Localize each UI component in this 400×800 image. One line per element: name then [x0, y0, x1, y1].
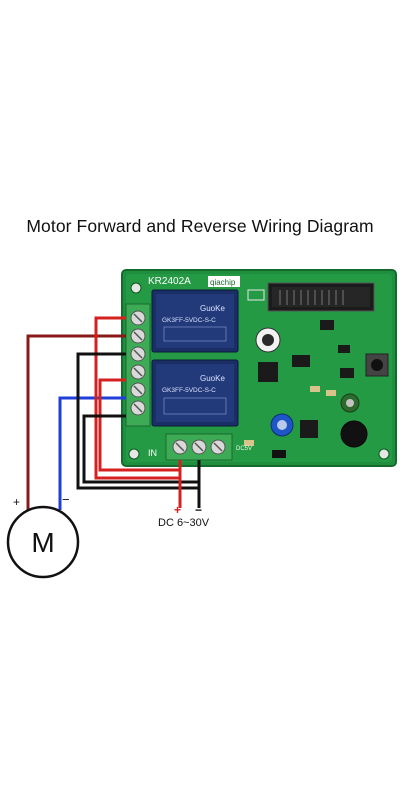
wire-black-inner	[82, 414, 199, 484]
wire-red-inner	[98, 378, 180, 472]
board-note: DC5V	[236, 446, 252, 452]
board-components: DC5V	[236, 320, 389, 458]
motor: + − M	[6, 492, 80, 579]
wire-motor-minus	[58, 396, 126, 510]
wire-black-outer	[76, 352, 201, 490]
wire-red-outer	[94, 316, 182, 480]
output-terminal-block	[125, 303, 151, 427]
relay-2: GuoKe GK3FF-5VDC-S-C	[151, 359, 239, 427]
motor-minus-sign: −	[62, 492, 70, 507]
relay-1-model: GK3FF-5VDC-S-C	[162, 317, 216, 324]
input-label: IN	[148, 448, 157, 458]
power-minus-sign: −	[195, 503, 202, 517]
motor-label: M	[31, 527, 54, 558]
input-terminal-block: IN	[148, 433, 233, 461]
relay-1-brand: GuoKe	[200, 304, 225, 313]
relay-1: GuoKe GK3FF-5VDC-S-C	[151, 289, 239, 353]
board-model-label: KR2402A	[148, 276, 191, 287]
power-voltage-label: DC 6~30V	[158, 517, 210, 529]
wire-motor-plus	[26, 334, 126, 510]
wires	[26, 316, 201, 510]
relay-2-brand: GuoKe	[200, 374, 225, 383]
rf-module	[247, 282, 375, 312]
motor-plus-sign: +	[13, 495, 20, 509]
power-plus-sign: +	[174, 503, 181, 517]
relay-2-model: GK3FF-5VDC-S-C	[162, 387, 216, 394]
board-brand-label: qiachip	[210, 278, 236, 287]
diagram-title: Motor Forward and Reverse Wiring Diagram	[26, 216, 374, 236]
motor-circle-icon	[6, 505, 80, 579]
